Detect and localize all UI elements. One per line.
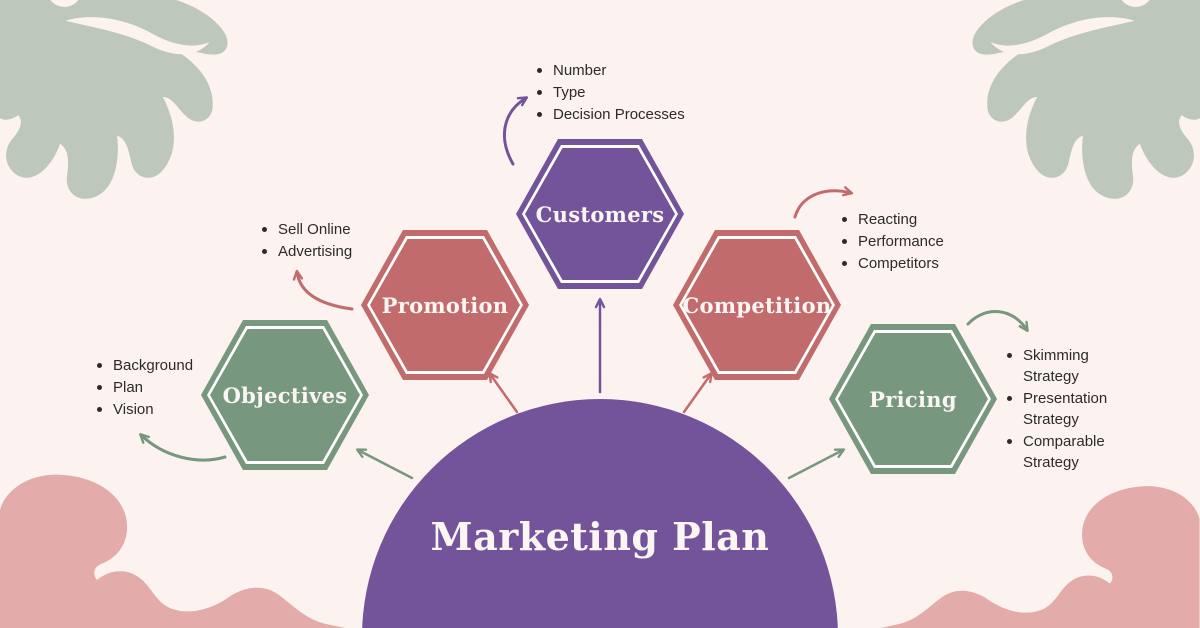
bullet-item: Competitors (841, 253, 944, 274)
bullet-item: Plan (96, 377, 193, 398)
customers-bullet-list: Number Type Decision Processes (536, 60, 685, 126)
node-label-objectives: Objectives (222, 382, 348, 408)
hexagon-fill: Customers (525, 148, 675, 280)
hexagon-customers: Customers (516, 139, 684, 289)
hexagon-objectives: Objectives (201, 320, 369, 470)
bullet-item: Skimming Strategy (1006, 345, 1118, 387)
blob-decoration-bottom-right (880, 486, 1200, 628)
hexagon-promotion: Promotion (361, 230, 529, 380)
node-label-promotion: Promotion (381, 292, 509, 318)
hexagon-fill: Objectives (210, 329, 360, 461)
bullet-item: Comparable Strategy (1006, 431, 1118, 473)
curved-arrow-promotion (292, 269, 354, 311)
hexagon-competition: Competition (673, 230, 841, 380)
hexagon-fill: Competition (682, 239, 832, 371)
bullet-item: Advertising (261, 241, 352, 262)
leaf-decoration-top-right (972, 0, 1200, 199)
objectives-bullet-list: Background Plan Vision (96, 355, 193, 421)
bullet-item: Presentation Strategy (1006, 388, 1118, 430)
hexagon-pricing: Pricing (829, 324, 997, 474)
bullet-item: Vision (96, 399, 193, 420)
node-label-pricing: Pricing (869, 386, 957, 412)
bullet-item: Type (536, 82, 685, 103)
bullet-item: Sell Online (261, 219, 352, 240)
hexagon-fill: Pricing (838, 333, 988, 465)
bullet-item: Reacting (841, 209, 944, 230)
bullet-item: Number (536, 60, 685, 81)
promotion-bullet-list: Sell Online Advertising (261, 219, 352, 263)
diagram-title: Marketing Plan (430, 514, 770, 559)
bullet-item: Background (96, 355, 193, 376)
bullet-item: Performance (841, 231, 944, 252)
hexagon-fill: Promotion (370, 239, 520, 371)
bullet-item: Decision Processes (536, 104, 685, 125)
node-label-competition: Competition (682, 292, 832, 318)
node-label-customers: Customers (535, 201, 665, 227)
leaf-decoration-top-left (0, 0, 228, 199)
blob-decoration-bottom-left (0, 474, 345, 628)
competition-bullet-list: Reacting Performance Competitors (841, 209, 944, 275)
pricing-bullet-list: Skimming Strategy Presentation Strategy … (1006, 345, 1118, 474)
